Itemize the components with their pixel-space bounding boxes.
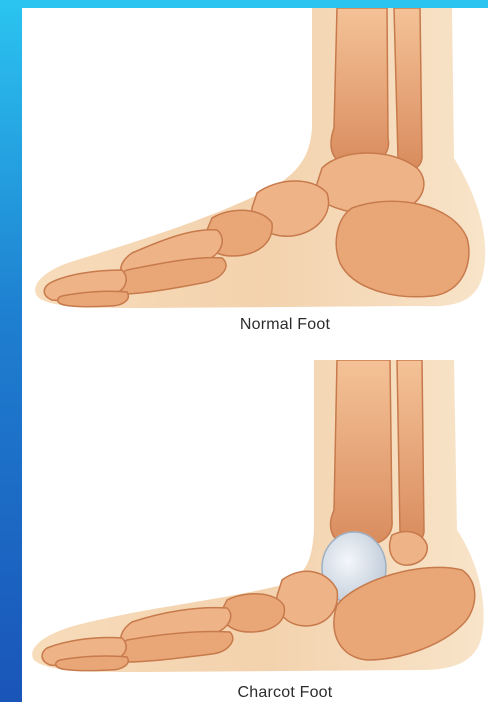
illustration-frame: Normal Foot (22, 8, 488, 702)
normal-foot-illustration (22, 8, 488, 353)
midfoot-bones (277, 571, 338, 626)
tibia-bone (331, 360, 393, 546)
displaced-bone (390, 532, 428, 565)
charcot-foot-caption: Charcot Foot (52, 684, 488, 702)
normal-foot-panel: Normal Foot (22, 8, 488, 353)
fibula-bone (397, 360, 424, 543)
normal-foot-caption: Normal Foot (52, 316, 488, 334)
charcot-foot-panel: Charcot Foot (22, 360, 488, 702)
charcot-foot-illustration (22, 360, 488, 702)
fibula-bone (394, 8, 422, 169)
tibia-bone (331, 8, 389, 166)
